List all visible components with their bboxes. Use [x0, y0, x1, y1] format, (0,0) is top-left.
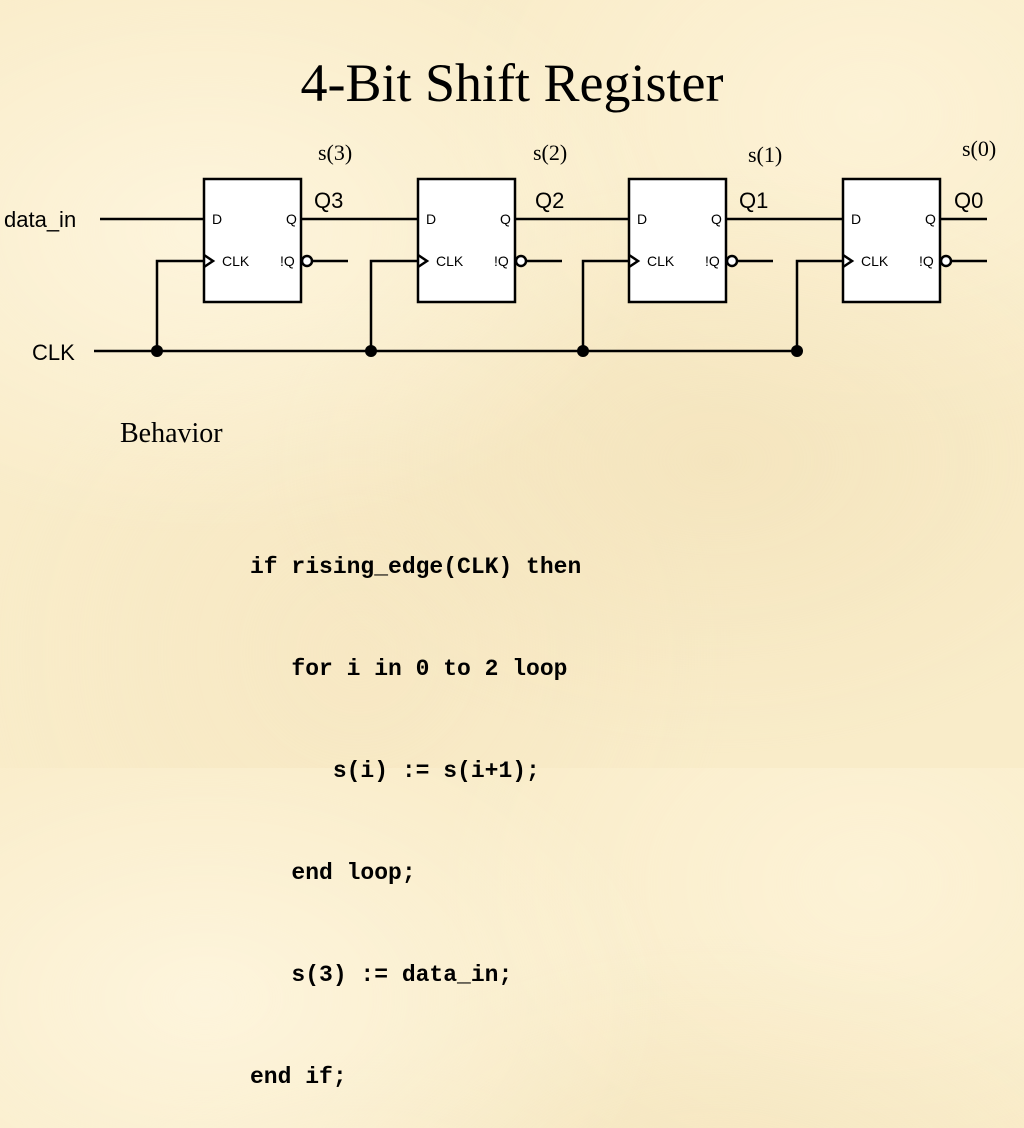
signal-label: s(3)	[318, 140, 352, 165]
flip-flop-body	[416, 177, 517, 304]
flip-flop-body	[202, 177, 303, 304]
inversion-bubble-icon	[939, 254, 953, 268]
pin-d-label: D	[212, 211, 222, 227]
code-line: s(3) := data_in;	[250, 962, 513, 988]
pin-d-label: D	[637, 211, 647, 227]
flip-flop-body	[627, 177, 728, 304]
pin-q-label: Q	[500, 211, 511, 227]
output-label: Q0	[954, 188, 983, 213]
flip-flop-0: D Q CLK !Q Q0 s(0)	[791, 136, 996, 357]
inversion-bubble-icon	[514, 254, 528, 268]
pin-nq-label: !Q	[919, 253, 934, 269]
output-label: Q3	[314, 188, 343, 213]
flip-flop-2: D Q CLK !Q Q2 s(2)	[365, 140, 629, 357]
clock-edge-icon	[628, 253, 641, 269]
slide-title: 4-Bit Shift Register	[300, 53, 724, 113]
clock-wire	[795, 259, 843, 351]
junction-dot-icon	[791, 345, 803, 357]
pin-d-label: D	[851, 211, 861, 227]
behavior-heading: Behavior	[120, 418, 223, 449]
code-line: end loop;	[250, 860, 416, 886]
data-in-label: data_in	[4, 207, 76, 232]
inversion-bubble-icon	[725, 254, 739, 268]
signal-label: s(0)	[962, 136, 996, 161]
output-label: Q1	[739, 188, 768, 213]
clk-label: CLK	[32, 340, 75, 365]
clock-wire	[581, 259, 629, 351]
pin-q-label: Q	[925, 211, 936, 227]
junction-dot-icon	[365, 345, 377, 357]
clock-wire	[369, 259, 418, 351]
code-line: for i in 0 to 2 loop	[250, 656, 568, 682]
pin-d-label: D	[426, 211, 436, 227]
junction-dot-icon	[577, 345, 589, 357]
junction-dot-icon	[151, 345, 163, 357]
pin-clk-label: CLK	[647, 253, 675, 269]
flip-flop-3: D Q CLK !Q Q3 s(3)	[151, 140, 418, 357]
code-line: if rising_edge(CLK) then	[250, 554, 582, 580]
signal-label: s(2)	[533, 140, 567, 165]
code-line: s(i) := s(i+1);	[250, 758, 540, 784]
clock-edge-icon	[842, 253, 855, 269]
clock-edge-icon	[203, 253, 216, 269]
shift-register-diagram: data_in CLK D Q CLK !Q Q3 s(3) D Q CLK !…	[4, 136, 996, 365]
pin-q-label: Q	[286, 211, 297, 227]
code-line: end if;	[250, 1064, 347, 1090]
clock-edge-icon	[417, 253, 430, 269]
pin-clk-label: CLK	[861, 253, 889, 269]
pin-clk-label: CLK	[436, 253, 464, 269]
flip-flop-body	[841, 177, 942, 304]
pin-q-label: Q	[711, 211, 722, 227]
vhdl-code-block: if rising_edge(CLK) then for i in 0 to 2…	[250, 482, 581, 1128]
flip-flop-1: D Q CLK !Q Q1 s(1)	[577, 142, 843, 357]
pin-clk-label: CLK	[222, 253, 250, 269]
signal-label: s(1)	[748, 142, 782, 167]
pin-nq-label: !Q	[494, 253, 509, 269]
inversion-bubble-icon	[300, 254, 314, 268]
clock-wire	[155, 259, 204, 351]
output-label: Q2	[535, 188, 564, 213]
pin-nq-label: !Q	[280, 253, 295, 269]
pin-nq-label: !Q	[705, 253, 720, 269]
